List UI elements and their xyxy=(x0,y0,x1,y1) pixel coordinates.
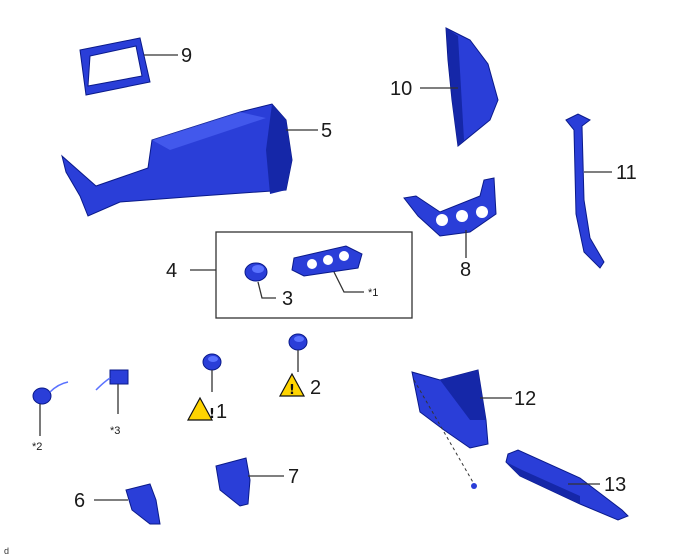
callout-2: 2 xyxy=(310,377,321,399)
leader-3 xyxy=(257,281,276,299)
callout-5: 5 xyxy=(321,120,332,142)
leader-note1 xyxy=(333,271,364,293)
clip xyxy=(471,483,477,489)
callout-1: 1 xyxy=(216,401,227,423)
part-note3-connector xyxy=(95,369,129,391)
warning-icon: ! xyxy=(186,396,215,422)
warning-icon: ! xyxy=(278,372,306,398)
part-note1-panel xyxy=(291,245,363,277)
note-3: *3 xyxy=(110,425,120,437)
svg-text:!: ! xyxy=(209,407,215,422)
clip-guide-line xyxy=(413,379,475,485)
part-9-frame xyxy=(79,37,151,96)
part-1-knob xyxy=(202,353,222,371)
callout-10: 10 xyxy=(390,78,412,100)
callout-3: 3 xyxy=(282,288,293,310)
callout-6: 6 xyxy=(74,490,85,512)
part-13-scuff-plate xyxy=(505,449,629,521)
part-8-bezel xyxy=(403,177,497,237)
note-2: *2 xyxy=(32,441,42,453)
part-12-trim-panel xyxy=(411,369,489,449)
svg-text:!: ! xyxy=(289,383,295,398)
callout-8: 8 xyxy=(460,259,471,281)
corner-mark: d xyxy=(4,546,9,556)
assembly-4-box xyxy=(215,231,413,319)
part-11-strip xyxy=(565,113,605,269)
part-note2-sensor xyxy=(32,381,69,405)
part-3-knob xyxy=(244,262,268,282)
callout-4: 4 xyxy=(166,260,177,282)
part-6-bracket xyxy=(125,483,161,525)
part-2-knob xyxy=(288,333,308,351)
part-5-lower-panel xyxy=(61,103,293,217)
part-10-side-panel xyxy=(445,27,499,147)
callout-12: 12 xyxy=(514,388,536,410)
callout-11: 11 xyxy=(616,162,637,184)
part-7-bracket xyxy=(215,457,251,507)
note-1: *1 xyxy=(368,287,378,299)
callout-9: 9 xyxy=(181,45,192,67)
callout-13: 13 xyxy=(604,474,626,496)
callout-7: 7 xyxy=(288,466,299,488)
